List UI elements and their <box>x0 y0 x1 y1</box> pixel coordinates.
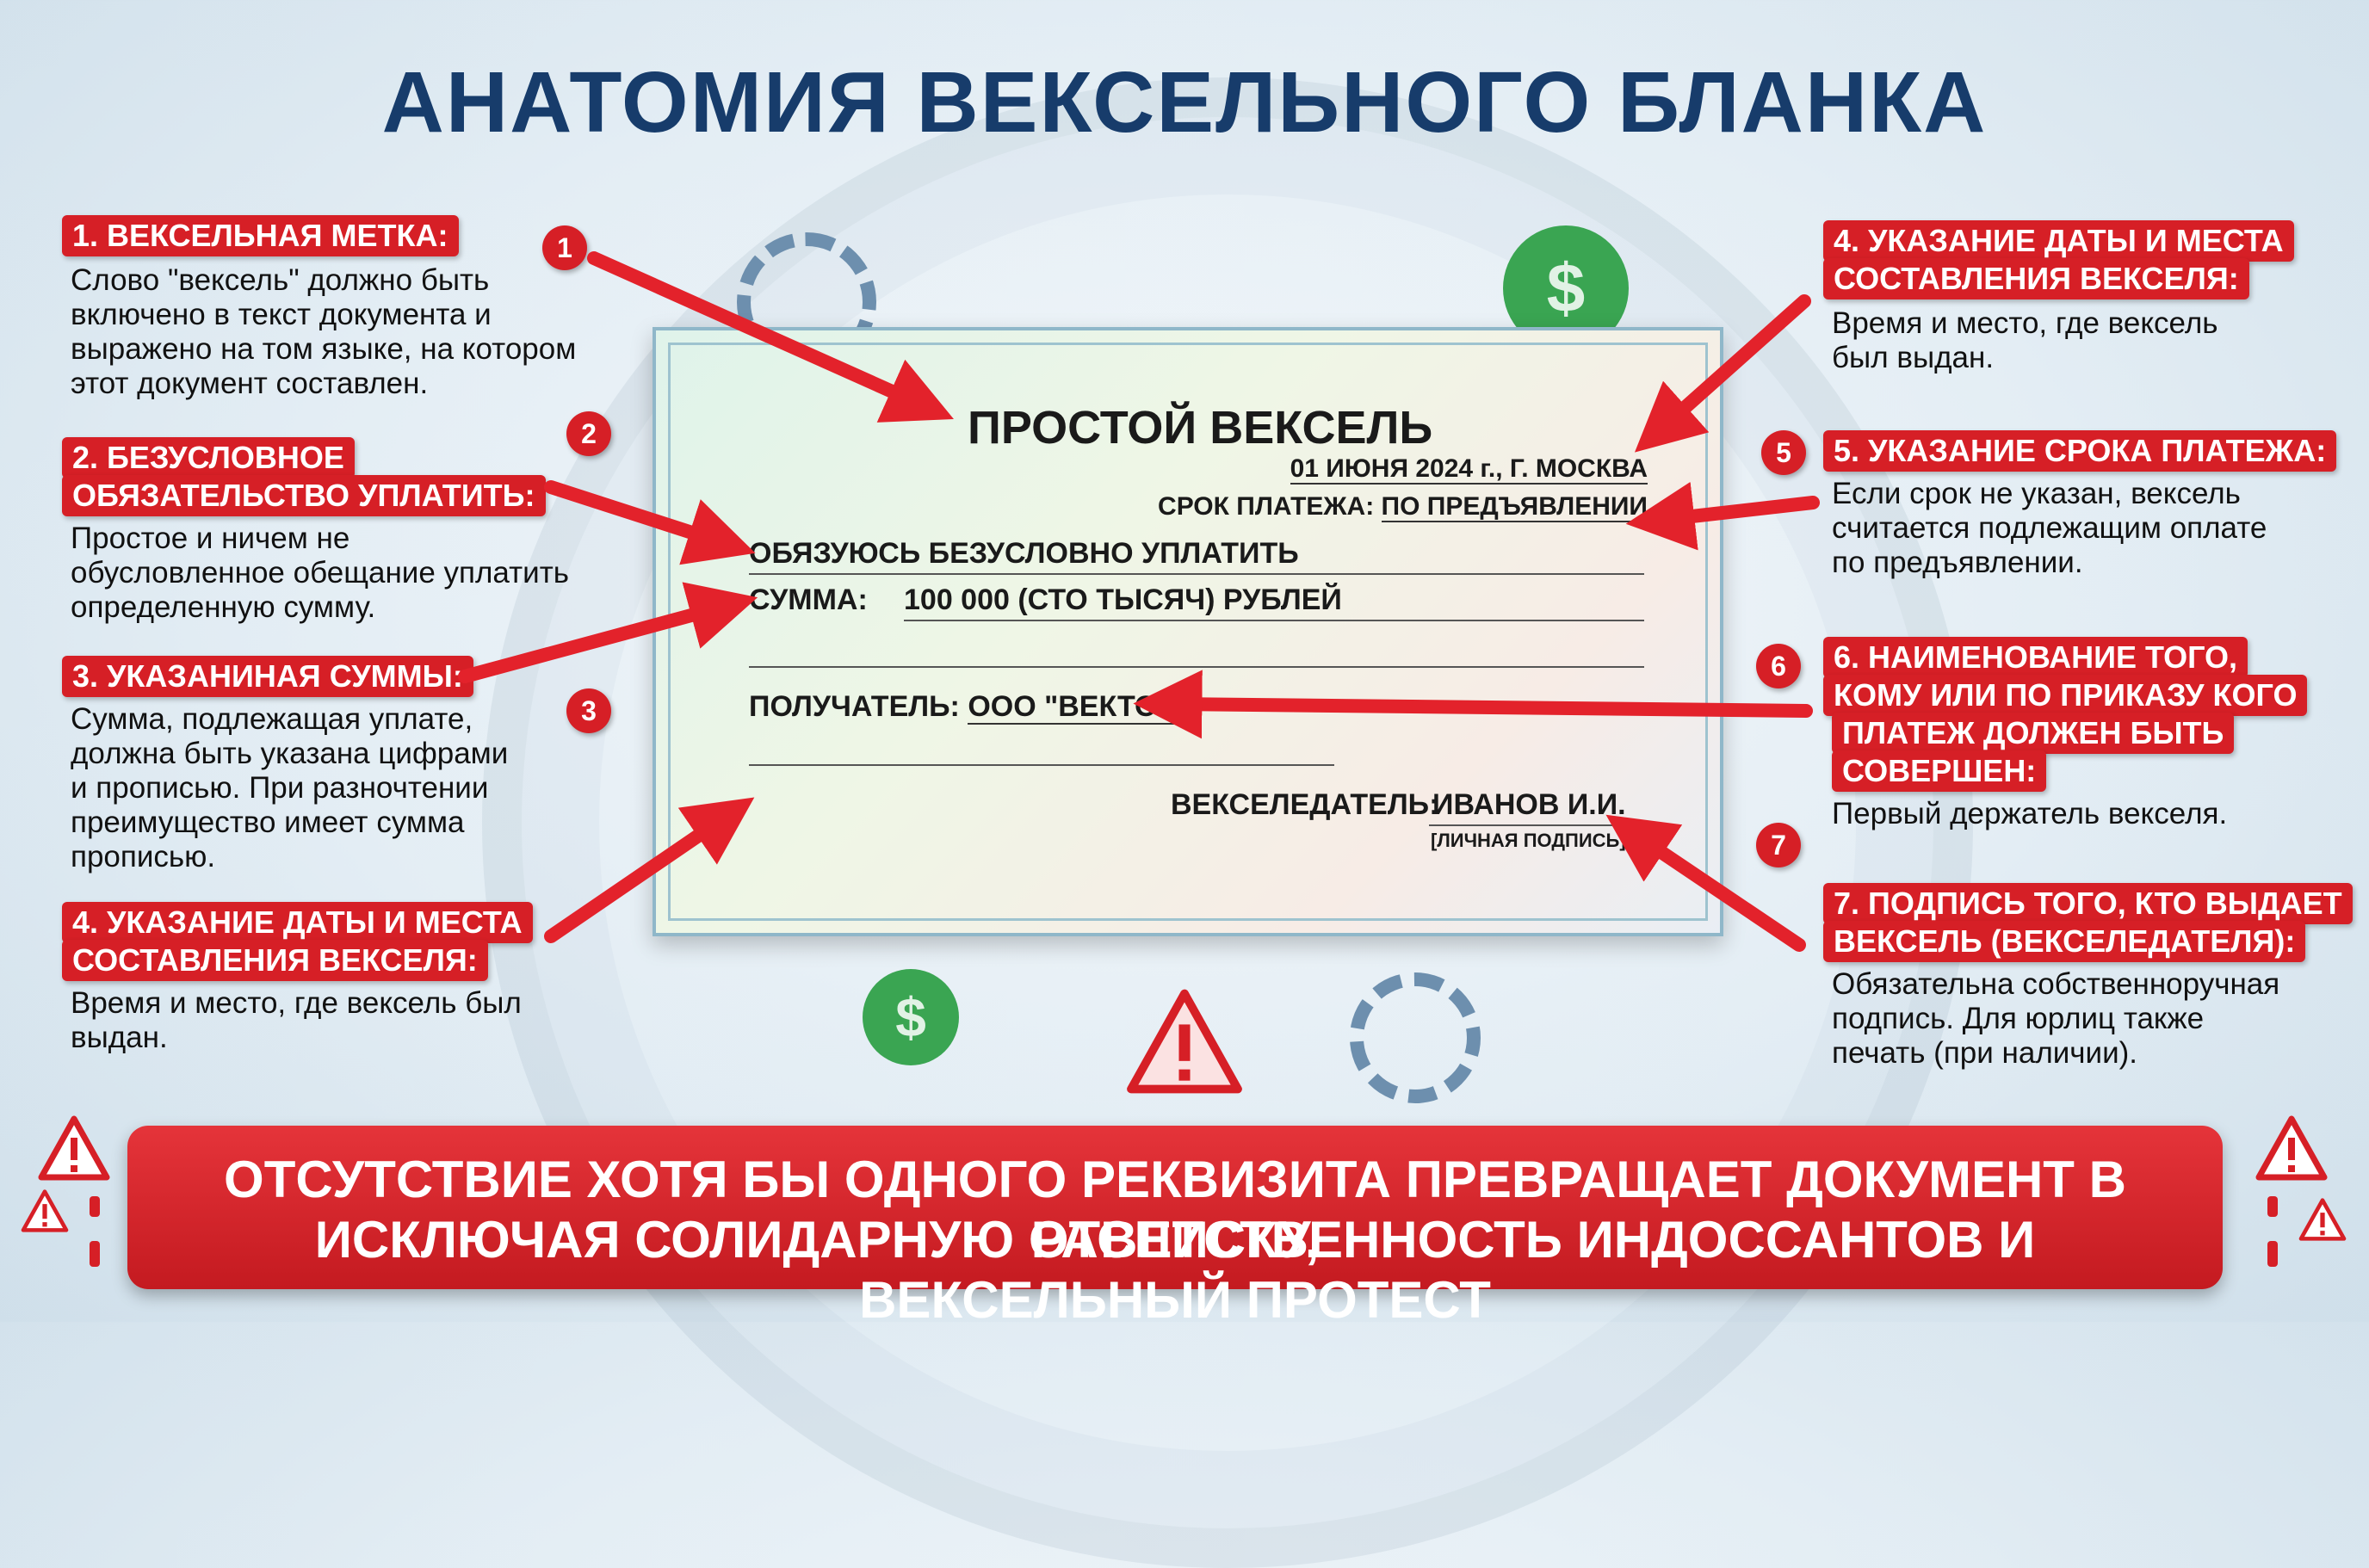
callout-arrows <box>458 251 1820 952</box>
arrow-1 <box>587 251 954 423</box>
note-term: СРОК ПЛАТЕЖА: ПО ПРЕДЪЯВЛЕНИИ <box>1158 492 1648 522</box>
callout-tag-4b-right: СОСТАВЛЕНИЯ ВЕКСЕЛЯ: <box>1823 258 2249 299</box>
arrow-7 <box>1605 814 1806 952</box>
arrow-4-right <box>1634 294 1811 453</box>
arrow-6 <box>1133 670 1813 739</box>
note-obligation: ОБЯЗУЮСЬ БЕЗУСЛОВНО УПЛАТИТЬ <box>749 537 1299 570</box>
callout-tag-7b: ВЕКСЕЛЬ (ВЕКСЕЛЕДАТЕЛЯ): <box>1823 921 2306 962</box>
callout-text-6: Первый держатель векселя. <box>1832 797 2228 830</box>
warning-triangle-icon <box>2255 1115 2328 1181</box>
note-sum-label: СУММА: <box>749 583 868 616</box>
callout-tag-2a: 2. БЕЗУСЛОВНОЕ <box>62 437 355 478</box>
callout-tag-6b: КОМУ ИЛИ ПО ПРИКАЗУ КОГО <box>1823 675 2308 716</box>
badge-1: 1 <box>542 225 587 270</box>
callout-tag-1: 1. ВЕКСЕЛЬНАЯ МЕТКА: <box>62 215 459 256</box>
callout-tag-6a: 6. НАИМЕНОВАНИЕ ТОГО, <box>1823 637 2248 678</box>
note-line-signature <box>1429 824 1627 826</box>
note-line-blank <box>749 666 1644 668</box>
warning-triangle-icon <box>21 1189 69 1232</box>
note-line-obligation <box>749 573 1644 575</box>
note-line-payee <box>749 764 1334 766</box>
note-date-place-value: 01 ИЮНЯ 2024 г., Г. МОСКВА <box>1290 454 1648 485</box>
callout-text-4-right: Время и место, где вексель был выдан. <box>1832 306 2218 374</box>
callout-tag-4a-left: 4. УКАЗАНИЕ ДАТЫ И МЕСТА <box>62 902 533 943</box>
arrow-4-left <box>544 797 755 943</box>
note-date-place: 01 ИЮНЯ 2024 г., Г. МОСКВА <box>1290 454 1648 485</box>
callout-tag-6c: ПЛАТЕЖ ДОЛЖЕН БЫТЬ <box>1832 713 2235 754</box>
warning-banner: ОТСУТСТВИЕ ХОТЯ БЫ ОДНОГО РЕКВИЗИТА ПРЕВ… <box>127 1126 2223 1329</box>
warning-triangle-icon <box>38 1115 110 1181</box>
dollar-coin-icon: $ <box>863 969 959 1065</box>
note-border <box>668 343 1708 921</box>
callout-tag-6d: СОВЕРШЕН: <box>1832 750 2047 792</box>
callout-tag-4b-left: СОСТАВЛЕНИЯ ВЕКСЕЛЯ: <box>62 940 488 981</box>
callout-text-1: Слово "вексель" должно быть включено в т… <box>71 263 577 400</box>
warning-triangle-icon <box>1127 989 1242 1094</box>
callout-tag-7a: 7. ПОДПИСЬ ТОГО, КТО ВЫДАЕТ <box>1823 883 2353 924</box>
note-drawer-value: ИВАНОВ И.И. <box>1432 788 1626 821</box>
exclamation-mark-icon <box>90 1196 100 1267</box>
callout-tag-4a-right: 4. УКАЗАНИЕ ДАТЫ И МЕСТА <box>1823 220 2294 262</box>
badge-2: 2 <box>566 411 611 456</box>
callout-tag-2b: ОБЯЗАТЕЛЬСТВО УПЛАТИТЬ: <box>62 475 546 516</box>
note-payee-label: ПОЛУЧАТЕЛЬ: <box>749 690 960 723</box>
warning-triangle-icon <box>2298 1198 2347 1241</box>
banner-line-2: ИСКЛЮЧАЯ СОЛИДАРНУЮ ОТВЕТСТВЕННОСТЬ ИНДО… <box>314 1211 2036 1329</box>
callout-text-5: Если срок не указан, вексель считается п… <box>1832 477 2267 579</box>
note-term-label: СРОК ПЛАТЕЖА: <box>1158 492 1375 521</box>
callout-text-4-left: Время и место, где вексель был выдан. <box>71 986 522 1054</box>
badge-5: 5 <box>1761 430 1806 475</box>
note-line-sum <box>904 620 1644 621</box>
callout-text-2: Простое и ничем не обусловленное обещани… <box>71 522 569 624</box>
note-sum-value: 100 000 (СТО ТЫСЯЧ) РУБЛЕЙ <box>904 583 1342 616</box>
badge-3: 3 <box>566 688 611 733</box>
badge-7: 7 <box>1756 823 1801 867</box>
banner-line-1: ОТСУТСТВИЕ ХОТЯ БЫ ОДНОГО РЕКВИЗИТА ПРЕВ… <box>224 1151 2126 1269</box>
note-drawer-label: ВЕКСЕЛЕДАТЕЛЬ: <box>1171 788 1439 821</box>
page-title: АНАТОМИЯ ВЕКСЕЛЬНОГО БЛАНКА <box>381 54 1988 151</box>
badge-6: 6 <box>1756 644 1801 688</box>
exclamation-mark-icon <box>2267 1196 2278 1267</box>
note-heading: ПРОСТОЙ ВЕКСЕЛЬ <box>968 402 1433 454</box>
promissory-note-form: ПРОСТОЙ ВЕКСЕЛЬ 01 ИЮНЯ 2024 г., Г. МОСК… <box>653 327 1723 936</box>
arrow-3 <box>458 582 758 683</box>
arrow-5 <box>1625 481 1820 551</box>
note-term-value: ПО ПРЕДЪЯВЛЕНИИ <box>1381 492 1648 522</box>
note-signature-caption: [ЛИЧНАЯ ПОДПИСЬ] <box>1431 830 1626 851</box>
callout-tag-3: 3. УКАЗАНИНАЯ СУММЫ: <box>62 656 473 697</box>
callout-text-3: Сумма, подлежащая уплате, должна быть ук… <box>71 702 509 874</box>
callout-text-7: Обязательна собственноручная подпись. Дл… <box>1832 967 2280 1070</box>
arrow-2 <box>544 480 756 565</box>
callout-tag-5: 5. УКАЗАНИЕ СРОКА ПЛАТЕЖА: <box>1823 430 2337 472</box>
